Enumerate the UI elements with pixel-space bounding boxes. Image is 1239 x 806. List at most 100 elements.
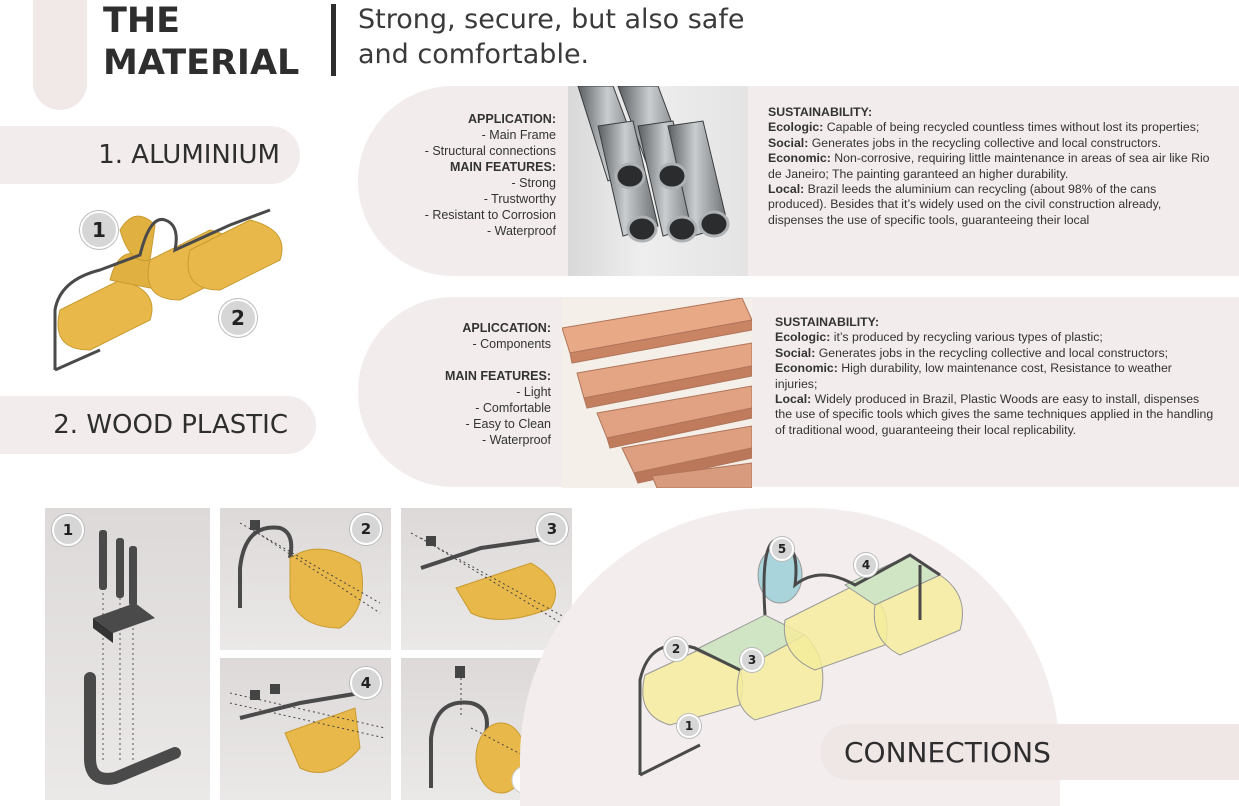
bench-material-diagram [53, 208, 283, 372]
wood-feature-item: - Comfortable [475, 401, 551, 415]
step-badge-1: 1 [52, 514, 84, 546]
sust-value: Generates jobs in the recycling collecti… [808, 135, 1162, 150]
aluminium-feature-item: - Waterproof [486, 224, 556, 238]
connection-badge-4: 4 [854, 553, 878, 577]
step-badge-4-text: 4 [360, 674, 372, 692]
sust-value: Generates jobs in the recycling collecti… [815, 345, 1169, 360]
diagram-badge-2-text: 2 [231, 306, 245, 330]
wood-planks-illustration [562, 298, 752, 488]
diagram-badge-1: 1 [80, 211, 118, 249]
connections-diagram [638, 538, 963, 777]
seat-1 [57, 279, 153, 351]
aluminium-feature-item: - Resistant to Corrosion [424, 208, 556, 222]
sust-key: Economic: [768, 151, 831, 166]
aluminium-feature-item: - Trustworthy [483, 192, 556, 206]
connection-badge-2: 2 [664, 637, 688, 661]
wood-sust-ecologic: Ecologic: it’s produced by recycling var… [775, 330, 1215, 345]
aluminium-sust-local: Local: Brazil leeds the aluminium can re… [768, 182, 1218, 228]
wood-feature-item: - Waterproof [481, 433, 551, 447]
sust-value: Non-corrosive, requiring little maintena… [768, 151, 1210, 181]
wood-application-label: APLICCATION: [462, 321, 551, 335]
subtitle-line-1: Strong, secure, but also safe [358, 4, 745, 35]
title-line-1: THE [103, 1, 181, 41]
header-tab-decoration [33, 0, 87, 110]
subtitle-line-2: and comfortable. [358, 39, 590, 70]
aluminium-tubes-illustration [577, 86, 730, 243]
aluminium-sust-social: Social: Generates jobs in the recycling … [768, 136, 1218, 151]
sust-key: Local: [768, 182, 805, 197]
connection-badge-5: 5 [770, 537, 794, 561]
title-divider [331, 4, 336, 76]
aluminium-sustainability: SUSTAINABILITY: Ecologic: Capable of bei… [768, 105, 1218, 228]
sust-value: Widely produced in Brazil, Plastic Woods… [775, 392, 1214, 437]
wood-plastic-heading-text: 2. WOOD PLASTIC [53, 410, 288, 440]
step-badge-3-text: 3 [546, 520, 558, 538]
bench-frame-foot [54, 348, 101, 372]
backrest-2 [119, 215, 156, 262]
aluminium-sust-ecologic: Ecologic: Capable of being recycled coun… [768, 120, 1218, 135]
connection-badge-3-text: 3 [747, 653, 757, 667]
aluminium-tubes-photo [568, 86, 748, 276]
aluminium-sustainability-label: SUSTAINABILITY: [768, 105, 873, 119]
sust-key: Ecologic: [768, 120, 824, 135]
wood-plastic-sustainability: SUSTAINABILITY: Ecologic: it’s produced … [775, 315, 1215, 438]
wood-sustainability-label: SUSTAINABILITY: [775, 315, 880, 329]
wood-features-label: MAIN FEATURES: [444, 369, 551, 383]
connection-badge-3: 3 [740, 648, 764, 672]
wood-feature-item: - Easy to Clean [465, 417, 551, 431]
connection-badge-1-text: 1 [684, 719, 694, 733]
diagram-badge-1-text: 1 [92, 218, 106, 242]
title-line-2: MATERIAL [103, 43, 300, 83]
sust-key: Local: [775, 392, 812, 407]
sust-key: Social: [775, 345, 816, 360]
step-badge-1-text: 1 [62, 521, 74, 539]
aluminium-heading: 1. ALUMINIUM [0, 126, 300, 184]
step-panel-1 [45, 508, 210, 800]
seat-3 [187, 219, 283, 291]
wood-plastic-heading: 2. WOOD PLASTIC [0, 396, 316, 454]
connection-badge-2-text: 2 [671, 642, 681, 656]
bench-frame [53, 208, 271, 370]
wood-sust-social: Social: Generates jobs in the recycling … [775, 346, 1215, 361]
sust-key: Social: [768, 135, 809, 150]
aluminium-features-label: MAIN FEATURES: [449, 160, 556, 174]
aluminium-feature-item: - Strong [511, 176, 556, 190]
aluminium-application-item: - Main Frame [481, 128, 556, 142]
wood-feature-item: - Light [516, 385, 551, 399]
step-4-illustration [229, 684, 386, 773]
diagram-badge-2: 2 [219, 299, 257, 337]
wood-plastic-card [358, 297, 1239, 487]
wood-plastic-application: APLICCATION: - Components MAIN FEATURES:… [392, 320, 551, 448]
aluminium-application-label: APPLICATION: [468, 112, 556, 126]
aluminium-card [358, 86, 1239, 276]
aluminium-application-item: - Structural connections [424, 144, 556, 158]
wood-sust-economic: Economic: High durability, low maintenan… [775, 361, 1215, 392]
step-1-illustration [84, 530, 181, 785]
connection-badge-1: 1 [677, 714, 701, 738]
step-badge-3: 3 [536, 513, 568, 545]
step-badge-2: 2 [350, 513, 382, 545]
connection-badge-5-text: 5 [777, 542, 787, 556]
sust-value: High durability, low maintenance cost, R… [775, 361, 1172, 391]
sust-value: Capable of being recycled countless time… [823, 120, 1200, 135]
step-panel-4 [220, 658, 391, 800]
sust-key: Economic: [775, 361, 838, 376]
sust-key: Ecologic: [775, 330, 831, 345]
connections-heading: CONNECTIONS [820, 724, 1239, 780]
aluminium-application: APPLICATION: - Main Frame - Structural c… [392, 111, 556, 239]
page-title: THE MATERIAL [103, 0, 299, 84]
step-badge-2-text: 2 [360, 520, 372, 538]
wood-application-item: - Components [472, 337, 551, 351]
wood-sust-local: Local: Widely produced in Brazil, Plasti… [775, 392, 1215, 438]
step-badge-4: 4 [350, 667, 382, 699]
connections-heading-text: CONNECTIONS [844, 735, 1051, 769]
connection-badge-4-text: 4 [861, 558, 871, 572]
aluminium-sust-economic: Economic: Non-corrosive, requiring littl… [768, 151, 1218, 182]
step-3-illustration [410, 532, 567, 627]
page-subtitle: Strong, secure, but also safe and comfor… [358, 2, 818, 72]
sust-value: Brazil leeds the aluminium can recycling… [768, 182, 1162, 227]
step-2-illustration [238, 520, 381, 629]
sust-value: it’s produced by recycling various types… [830, 330, 1103, 345]
wood-planks-photo [562, 298, 752, 488]
aluminium-heading-text: 1. ALUMINIUM [98, 140, 280, 170]
